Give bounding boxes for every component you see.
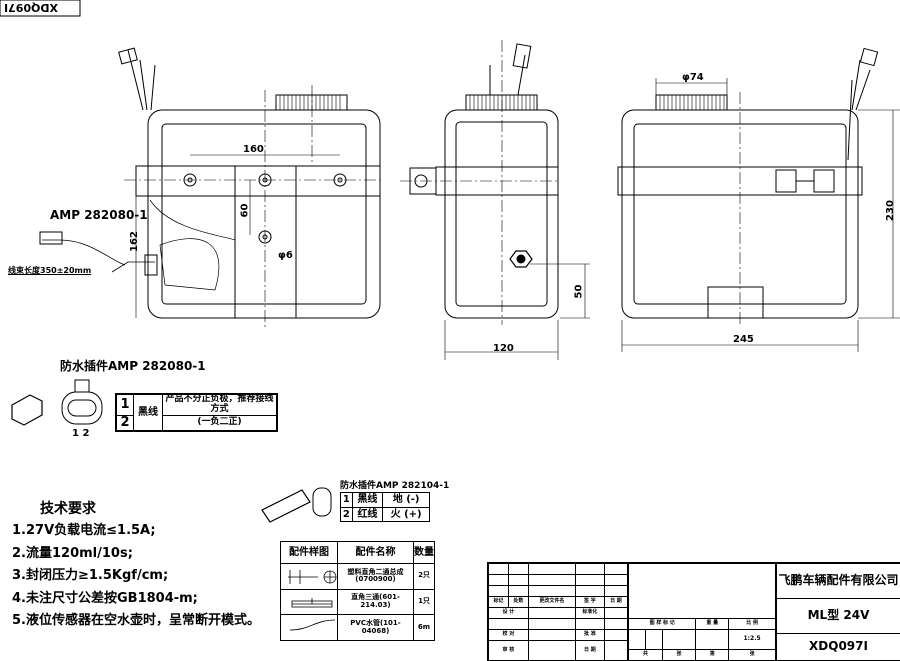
dim-120: 120 (493, 343, 514, 354)
label: 更改文件名 (528, 597, 575, 608)
qty: 1只 (414, 589, 435, 615)
dim-60: 60 (239, 204, 250, 218)
label: 审 核 (489, 641, 529, 661)
connector2-title: 防水插件AMP 282104-1 (340, 478, 449, 491)
label: 标记 (489, 597, 509, 608)
note-line2: (一负二正) (163, 415, 278, 431)
connector2-figure (262, 488, 331, 522)
side-view (400, 40, 590, 360)
connector1-title: 防水插件AMP 282080-1 (60, 357, 206, 374)
pin: 2 (341, 507, 353, 522)
label: 张 (729, 650, 776, 661)
scale-value: 1:2.5 (729, 630, 776, 650)
header: 数量 (414, 542, 435, 564)
note-line1: 产品不分正负极，推荐接线方式 (163, 394, 278, 415)
label: 共 (629, 650, 663, 661)
tech-item: 5.液位传感器在空水壶时，呈常断开模式。 (12, 610, 260, 633)
qty: 2只 (414, 564, 435, 590)
connector1-pin-caption: 1 2 (72, 428, 89, 439)
front-view (40, 48, 380, 330)
function: 地 (-) (383, 493, 430, 508)
label: 校 对 (489, 630, 529, 641)
tech-item: 2.流量120ml/10s; (12, 543, 260, 566)
pin-2: 2 (116, 415, 134, 431)
end-view (618, 48, 900, 352)
table-row: PVC水管(101-04068)6m (281, 615, 435, 641)
company-name: 飞鹏车辆配件有限公司 (777, 564, 900, 599)
function: 火 (+) (383, 507, 430, 522)
label: 第 (696, 650, 729, 661)
table-row: 塑料直角二通总成(0700900)2只 (281, 564, 435, 590)
dim-phi6: φ6 (278, 250, 293, 261)
header: 配件名称 (338, 542, 414, 564)
pin: 1 (341, 493, 353, 508)
label: 重 量 (696, 619, 729, 630)
parts-table: 配件样图配件名称数量 塑料直角二通总成(0700900)2只 直角三通(601-… (280, 541, 435, 641)
label: 批 准 (575, 630, 604, 641)
label: 图 样 标 记 (629, 619, 696, 630)
dim-50: 50 (573, 285, 584, 299)
corner-stamp: XDQ097I (4, 1, 58, 14)
label: 日 期 (575, 641, 604, 661)
label: 比 例 (729, 619, 776, 630)
part-name: 直角三通(601-214.03) (338, 589, 414, 615)
connector1-figure (12, 380, 102, 425)
wire: 红线 (352, 507, 383, 522)
label: 标准化 (575, 608, 604, 619)
company-table: 飞鹏车辆配件有限公司 ML型 24V XDQ097I (776, 563, 900, 661)
label: 张 (662, 650, 696, 661)
amp-label: AMP 282080-1 (50, 208, 148, 222)
part-name: PVC水管(101-04068) (338, 615, 414, 641)
qty: 6m (414, 615, 435, 641)
tech-list: 1.27V负载电流≤1.5A; 2.流量120ml/10s; 3.封闭压力≥1.… (12, 520, 260, 633)
table-row: 直角三通(601-214.03)1只 (281, 589, 435, 615)
drawing-code: XDQ097I (777, 634, 900, 661)
pin-1: 1 (116, 394, 134, 415)
dim-162: 162 (129, 231, 140, 252)
revision-table: 标记处数更改文件名签 字日 期 设 计标准化 校 对批 准 审 核日 期 (488, 563, 628, 661)
model: ML型 24V (777, 599, 900, 634)
tech-item: 3.封闭压力≥1.5Kgf/cm; (12, 565, 260, 588)
sample-table: 图 样 标 记重 量比 例 1:2.5 共张第张 (628, 563, 776, 661)
tech-item: 4.未注尺寸公差按GB1804-m; (12, 588, 260, 611)
wire: 黑线 (352, 493, 383, 508)
label: 日 期 (604, 597, 627, 608)
label: 处数 (508, 597, 528, 608)
dim-phi74: φ74 (682, 72, 704, 83)
label: 设 计 (489, 608, 529, 619)
tech-title: 技术要求 (40, 498, 96, 518)
tech-item: 1.27V负载电流≤1.5A; (12, 520, 260, 543)
connector1-table: 1 黑线 产品不分正负极，推荐接线方式 2 (一负二正) (115, 393, 278, 432)
dim-245: 245 (733, 334, 754, 345)
dim-230: 230 (885, 200, 896, 221)
dim-160: 160 (243, 144, 264, 155)
harness-length: 线束长度350±20mm (8, 265, 91, 276)
label: 签 字 (575, 597, 604, 608)
wire-color: 黑线 (134, 394, 163, 431)
part-code: (0700900) (338, 576, 413, 584)
title-block: 标记处数更改文件名签 字日 期 设 计标准化 校 对批 准 审 核日 期 图 样… (487, 562, 900, 661)
header: 配件样图 (281, 542, 338, 564)
